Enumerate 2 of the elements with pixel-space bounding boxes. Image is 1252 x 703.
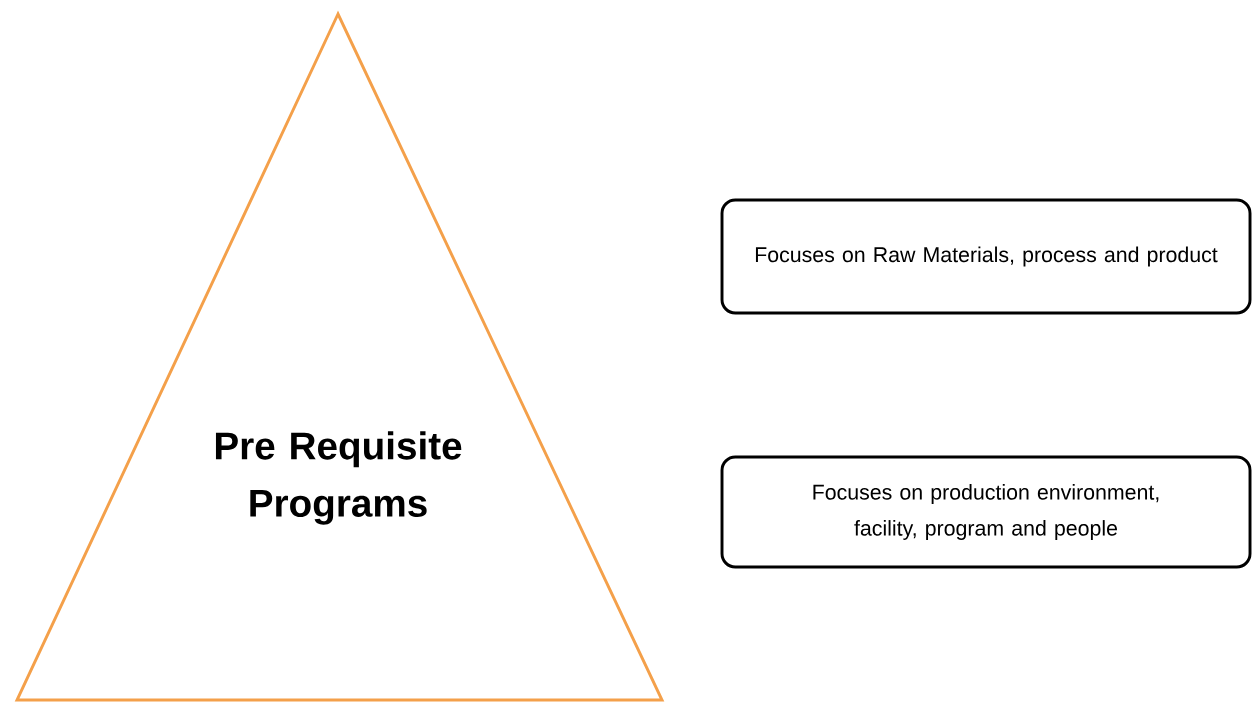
- text-box: Focuses on Raw Materials, process and product: [720, 198, 1252, 315]
- text-box: Focuses on production environment, facility, program and people: [720, 455, 1252, 569]
